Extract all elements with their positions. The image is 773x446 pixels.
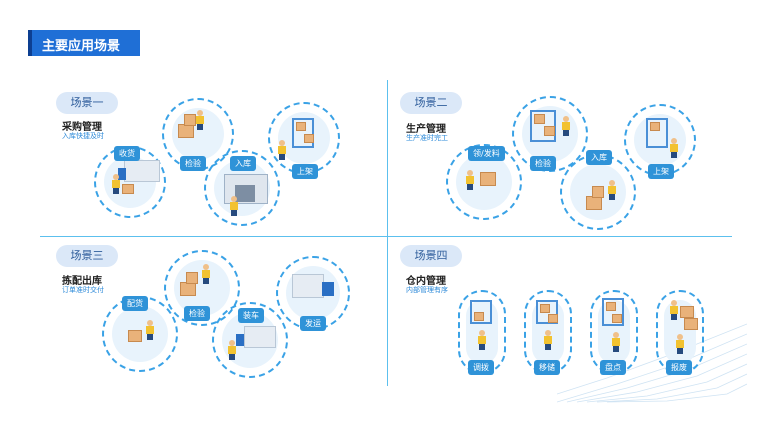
box-illustration bbox=[548, 314, 558, 323]
step-label: 领/发料 bbox=[468, 146, 505, 161]
worker-illustration bbox=[196, 110, 204, 130]
box-illustration bbox=[612, 314, 622, 323]
box-illustration bbox=[680, 306, 694, 318]
step-circle bbox=[560, 154, 636, 230]
box-illustration bbox=[592, 186, 604, 198]
step-label: 配货 bbox=[122, 296, 148, 311]
box-illustration bbox=[606, 302, 616, 311]
box-illustration bbox=[304, 134, 314, 143]
box-illustration bbox=[184, 114, 196, 126]
shelf-illustration bbox=[470, 300, 492, 324]
worker-illustration bbox=[230, 196, 238, 216]
worker-illustration bbox=[278, 140, 286, 160]
box-illustration bbox=[586, 196, 602, 210]
box-illustration bbox=[540, 304, 550, 313]
worker-illustration bbox=[676, 334, 684, 354]
shelf-illustration bbox=[602, 298, 624, 326]
box-illustration bbox=[480, 172, 496, 186]
box-illustration bbox=[684, 318, 698, 330]
step-label: 检验 bbox=[184, 306, 210, 321]
box-illustration bbox=[128, 330, 142, 342]
step-label: 入库 bbox=[586, 150, 612, 165]
step-label: 入库 bbox=[230, 156, 256, 171]
box-illustration bbox=[122, 184, 134, 194]
step-label: 上架 bbox=[292, 164, 318, 179]
worker-illustration bbox=[544, 330, 552, 350]
horizontal-divider bbox=[40, 236, 732, 237]
step-label: 发运 bbox=[300, 316, 326, 331]
scene-3-title: 拣配出库 bbox=[62, 276, 102, 287]
worker-illustration bbox=[608, 180, 616, 200]
vertical-divider bbox=[387, 80, 388, 386]
shelf-illustration bbox=[646, 118, 668, 148]
worker-illustration bbox=[202, 264, 210, 284]
step-label: 盘点 bbox=[600, 360, 626, 375]
step-label: 调拨 bbox=[468, 360, 494, 375]
section-title: 主要应用场景 bbox=[42, 39, 121, 54]
circuit-decoration bbox=[557, 323, 747, 403]
worker-illustration bbox=[612, 332, 620, 352]
scene-4-tag: 场景四 bbox=[400, 245, 462, 267]
worker-illustration bbox=[562, 116, 570, 136]
warehouse-illustration bbox=[224, 174, 268, 204]
worker-illustration bbox=[228, 340, 236, 360]
scene-2-subtitle: 生产准时完工 bbox=[406, 134, 448, 142]
step-label: 移储 bbox=[534, 360, 560, 375]
scene-2-tag: 场景二 bbox=[400, 92, 462, 114]
worker-illustration bbox=[466, 170, 474, 190]
worker-illustration bbox=[146, 320, 154, 340]
step-label: 装车 bbox=[238, 308, 264, 323]
step-label: 检验 bbox=[530, 156, 556, 171]
shelf-illustration bbox=[292, 118, 314, 148]
step-label: 报废 bbox=[666, 360, 692, 375]
scene-1-title: 采购管理 bbox=[62, 122, 102, 133]
scene-1-subtitle: 入库快捷及时 bbox=[62, 132, 104, 140]
box-illustration bbox=[180, 282, 196, 296]
worker-illustration bbox=[670, 300, 678, 320]
shelf-illustration bbox=[536, 300, 558, 324]
scene-3-tag: 场景三 bbox=[56, 245, 118, 267]
box-illustration bbox=[178, 124, 194, 138]
box-illustration bbox=[534, 114, 545, 124]
worker-illustration bbox=[112, 174, 120, 194]
shelf-illustration bbox=[530, 110, 556, 142]
step-label: 收货 bbox=[114, 146, 140, 161]
scene-4-title: 仓内管理 bbox=[406, 276, 446, 287]
box-illustration bbox=[544, 126, 555, 136]
box-illustration bbox=[650, 122, 660, 131]
scene-1-tag: 场景一 bbox=[56, 92, 118, 114]
box-illustration bbox=[186, 272, 198, 284]
worker-illustration bbox=[478, 330, 486, 350]
step-circle bbox=[624, 104, 696, 176]
box-illustration bbox=[296, 122, 306, 131]
section-title-bar: 主要应用场景 bbox=[28, 30, 140, 56]
worker-illustration bbox=[670, 138, 678, 158]
box-illustration bbox=[474, 312, 484, 321]
scene-4-subtitle: 内部管理有序 bbox=[406, 286, 448, 294]
scene-3-subtitle: 订单准时交付 bbox=[62, 286, 104, 294]
step-label: 上架 bbox=[648, 164, 674, 179]
step-label: 检验 bbox=[180, 156, 206, 171]
scene-2-title: 生产管理 bbox=[406, 124, 446, 135]
